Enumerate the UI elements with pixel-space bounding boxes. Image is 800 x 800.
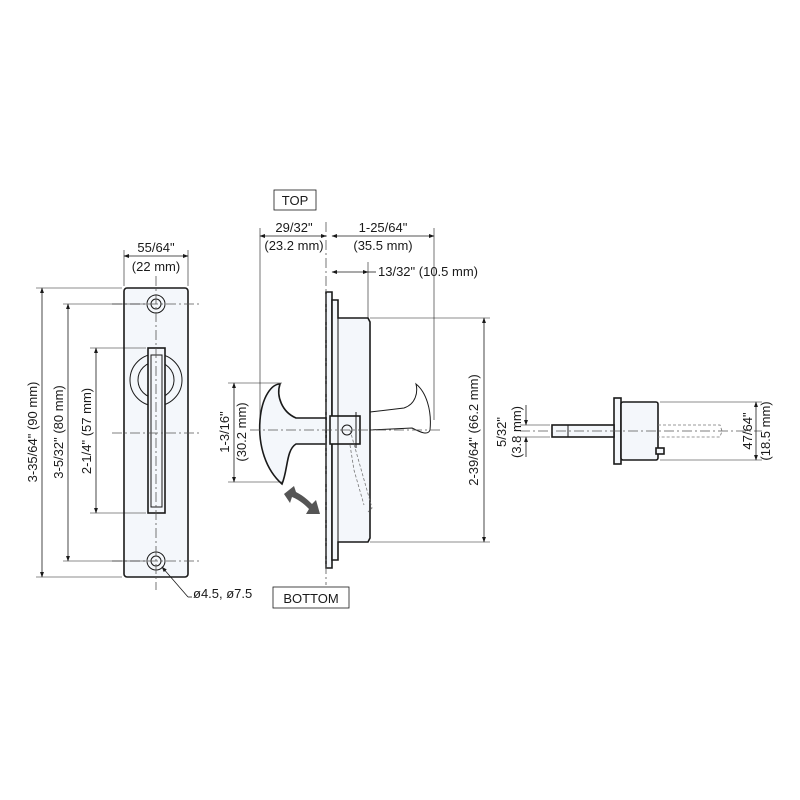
end-body [620,401,659,461]
side-handle-height-dim-label-mm: (30.2 mm) [234,402,249,461]
t-handle [258,383,327,486]
lever-slot-outer [147,347,166,514]
hole-callout-label: ø4.5, ø7.5 [193,586,252,601]
end-body-dia-dim-label-mm: (18.5 mm) [758,401,773,460]
side-handle-height-dim-label: 1-3/16" [217,411,232,453]
front-slot-length-dim-label: 2-1/4" (57 mm) [79,388,94,474]
top-label: TOP [282,193,309,208]
front-hole-pitch-dim-label: 3-5/32" (80 mm) [51,385,66,478]
lever-slot-inner [150,354,163,508]
end-view: 5/32" (3.8 mm) 47/64" (18.5 mm) [494,397,773,465]
front-total-height-dim-label: 3-35/64" (90 mm) [25,382,40,483]
side-body-height-dim-label: 2-39/64" (66.2 mm) [466,374,481,486]
bottom-label: BOTTOM [283,591,338,606]
side-flange-offset-dim-label: 13/32" (10.5 mm) [378,264,478,279]
end-pin-dia-dim-label-mm: (3.8 mm) [509,406,524,458]
front-width-dim-label-mm: (22 mm) [132,259,180,274]
side-body-depth-dim-label: 1-25/64" [359,220,408,235]
side-view: TOP BOTTOM 29/32" ( [217,189,490,609]
rotation-arrow-icon [284,486,320,514]
side-body-depth-dim-label-mm: (35.5 mm) [353,238,412,253]
end-pin-dia-dim-label: 5/32" [494,417,509,447]
rear-latch [369,382,431,434]
front-width-dim-label: 55/64" [137,240,175,255]
end-body-dia-dim-label: 47/64" [740,412,755,450]
side-handle-depth-dim-label: 29/32" [275,220,313,235]
front-view: 55/64" (22 mm) 3-35/64" (90 mm) 3-5/32" … [25,240,252,601]
side-handle-depth-dim-label-mm: (23.2 mm) [264,238,323,253]
